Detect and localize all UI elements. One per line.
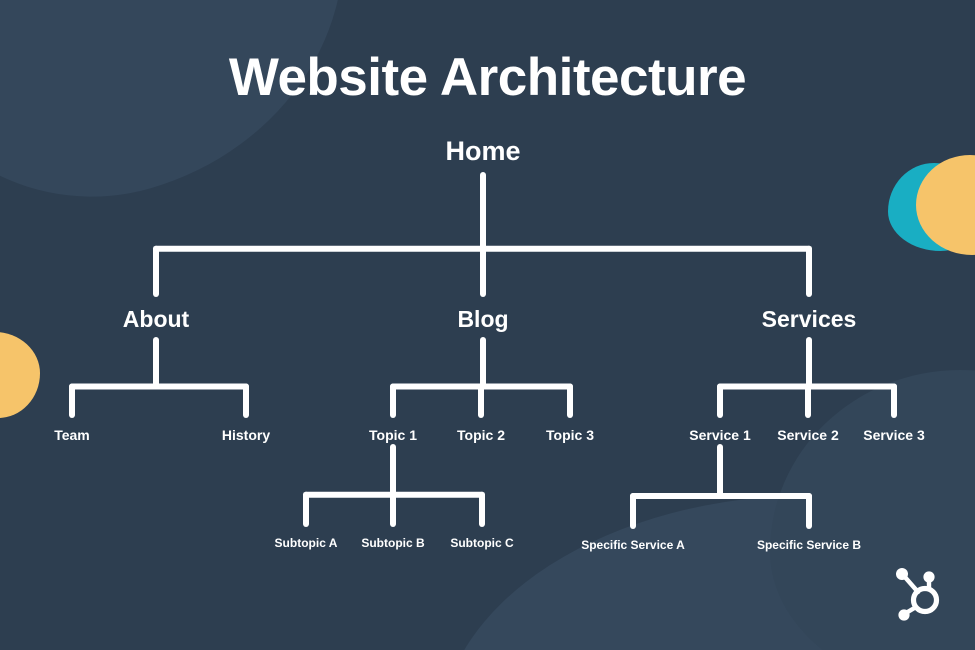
tree-node-service3[interactable]: Service 3 [863,427,925,443]
tree-node-services[interactable]: Services [761,306,857,332]
tree-node-team[interactable]: Team [54,427,90,443]
hubspot-sprocket-logo [893,565,945,623]
tree-node-subA[interactable]: Subtopic A [274,536,338,550]
tree-node-service2[interactable]: Service 2 [777,427,839,443]
tree-node-specB[interactable]: Specific Service B [756,538,862,552]
tree-node-specA[interactable]: Specific Service A [581,538,685,552]
tree-node-topic3[interactable]: Topic 3 [546,427,594,443]
tree-node-subB[interactable]: Subtopic B [361,536,425,550]
tree-node-subC[interactable]: Subtopic C [450,536,514,550]
tree-node-history[interactable]: History [221,427,271,443]
tree-node-about[interactable]: About [122,306,190,332]
tree-node-topic2[interactable]: Topic 2 [457,427,505,443]
page-title: Website Architecture [228,48,747,107]
tree-node-service1[interactable]: Service 1 [689,427,751,443]
tree-node-blog[interactable]: Blog [457,306,509,332]
tree-node-topic1[interactable]: Topic 1 [369,427,417,443]
tree-node-home[interactable]: Home [445,136,521,166]
